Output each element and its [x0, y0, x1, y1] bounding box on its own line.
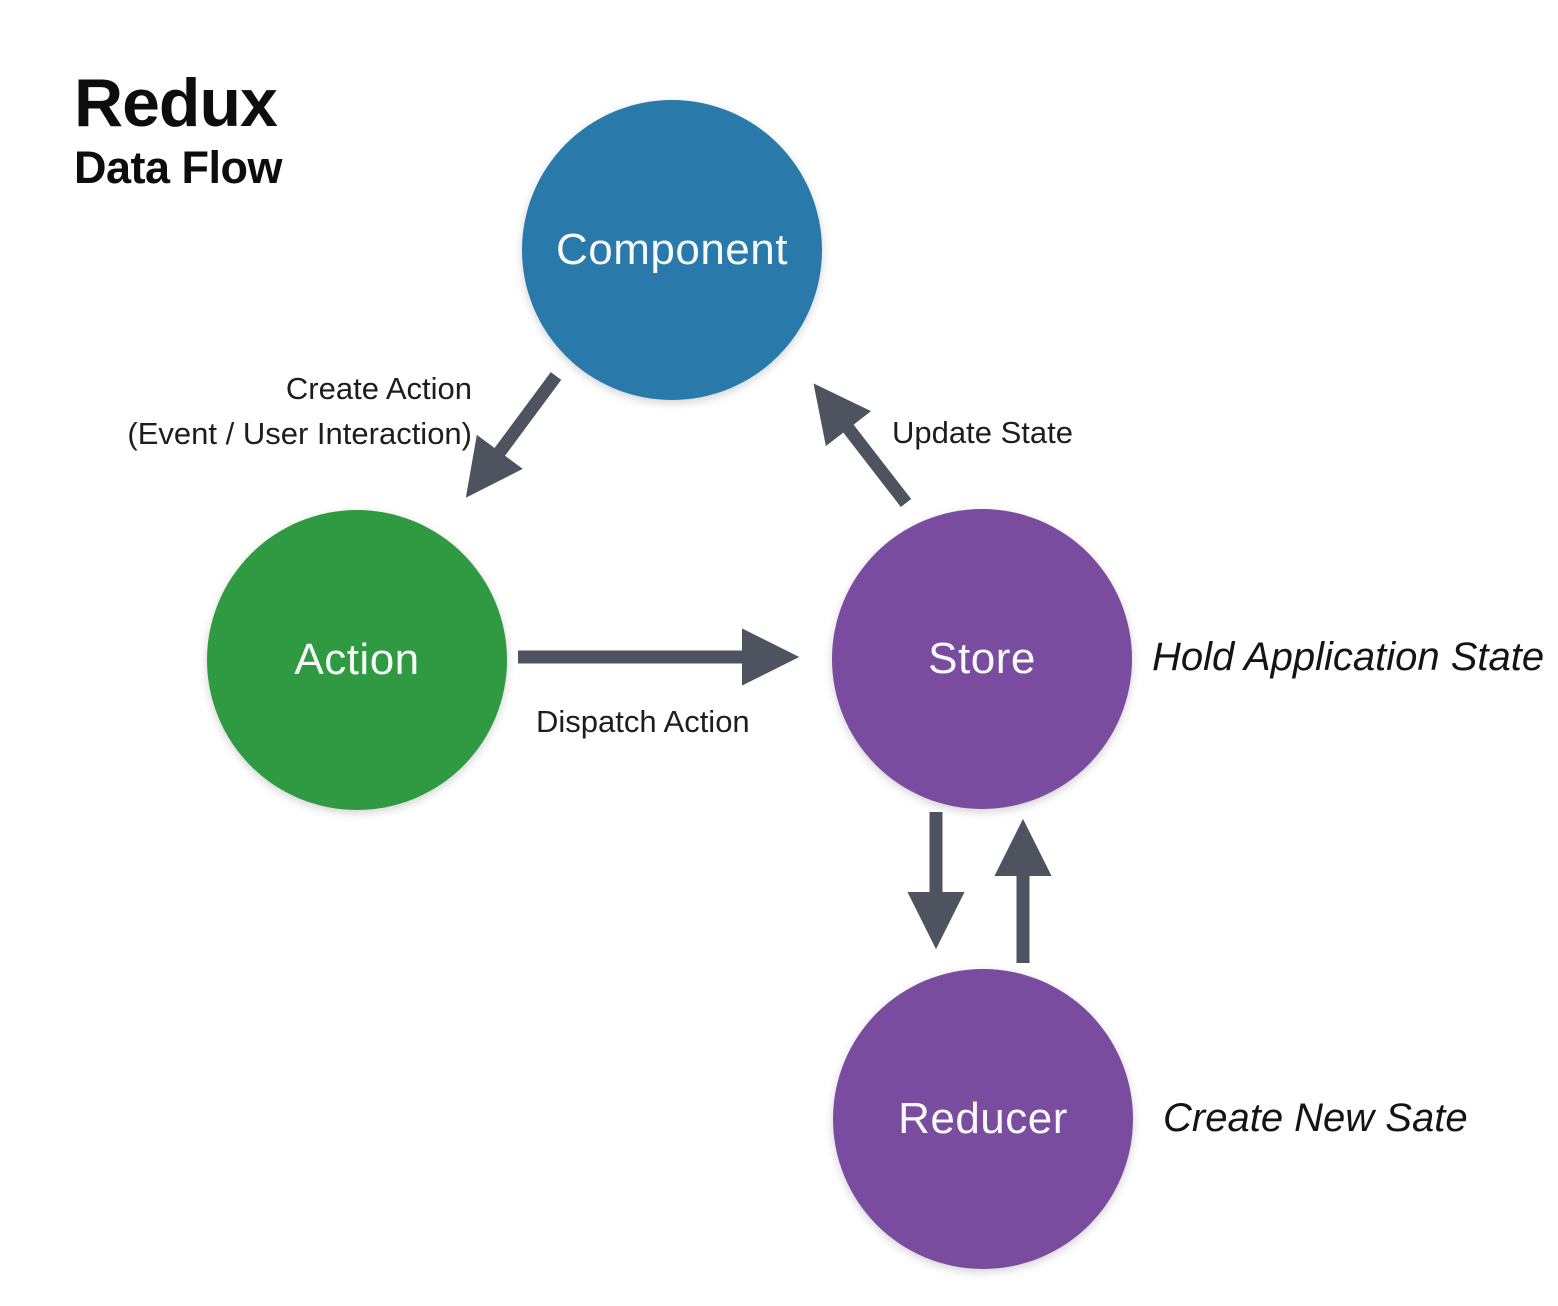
node-reducer-label: Reducer — [898, 1094, 1068, 1143]
node-action-label: Action — [294, 635, 420, 684]
edge-label-create-action: Create Action (Event / User Interaction) — [72, 366, 472, 456]
node-component: Component — [522, 100, 822, 400]
node-reducer: Reducer — [833, 969, 1133, 1269]
node-component-label: Component — [556, 225, 788, 274]
title-block: Redux Data Flow — [74, 65, 283, 196]
diagram-title: Redux — [74, 65, 278, 141]
annotation-reducer: Create New Sate — [1163, 1096, 1468, 1140]
edge-label-create-action-line2: (Event / User Interaction) — [127, 416, 472, 451]
annotation-store: Hold Application State — [1152, 635, 1545, 679]
edge-label-create-action-line1: Create Action — [285, 371, 472, 406]
node-action: Action — [207, 510, 507, 810]
edge-label-dispatch-action: Dispatch Action — [536, 704, 750, 739]
diagram-subtitle: Data Flow — [74, 142, 283, 193]
node-store-label: Store — [928, 634, 1036, 683]
edge-component-to-action — [465, 372, 562, 498]
edge-label-update-state: Update State — [892, 415, 1073, 450]
node-store: Store — [832, 509, 1132, 809]
